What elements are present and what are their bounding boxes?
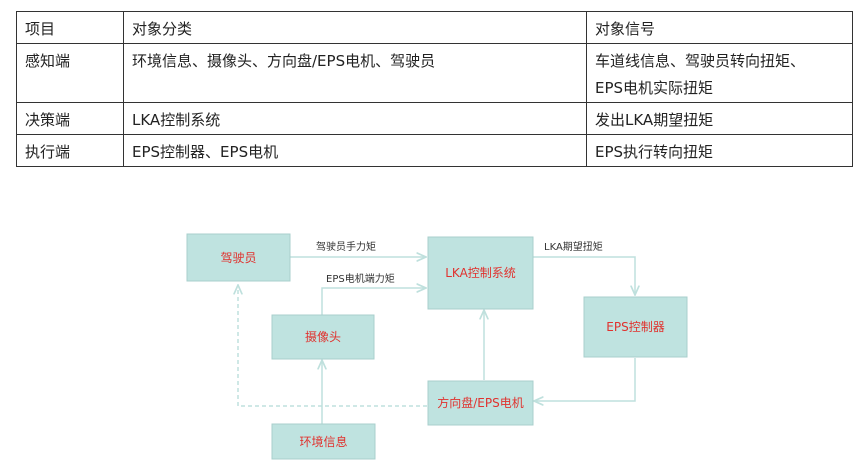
info-table: 项目 对象分类 对象信号 感知端 环境信息、摄像头、方向盘/EPS电机、驾驶员 …: [16, 11, 853, 167]
node-steering-label: 方向盘/EPS电机: [437, 395, 523, 410]
node-eps-controller: EPS控制器: [583, 296, 688, 358]
node-environment: 环境信息: [271, 423, 376, 460]
table-header-row: 项目 对象分类 对象信号: [16, 11, 853, 44]
node-lka-label: LKA控制系统: [445, 266, 516, 280]
cell-objects: EPS控制器、EPS电机: [123, 134, 587, 167]
signal-line: 发出LKA期望扭矩: [595, 111, 714, 129]
node-lka: LKA控制系统: [427, 236, 534, 310]
cell-item: 执行端: [16, 134, 124, 167]
edge-feedback-dashed: [238, 285, 427, 407]
header-objects: 对象分类: [123, 11, 587, 44]
table-row: 感知端 环境信息、摄像头、方向盘/EPS电机、驾驶员 车道线信息、驾驶员转向扭矩…: [16, 43, 853, 103]
edge-label-lka-torque: LKA期望扭矩: [544, 240, 603, 253]
table-row: 执行端 EPS控制器、EPS电机 EPS执行转向扭矩: [16, 134, 853, 167]
edge-eps-to-steering: [534, 358, 636, 401]
node-eps-controller-label: EPS控制器: [606, 320, 664, 334]
cell-signals: EPS执行转向扭矩: [586, 134, 853, 167]
header-item: 项目: [16, 11, 124, 44]
signal-line: 车道线信息、驾驶员转向扭矩、: [595, 52, 806, 70]
node-camera: 摄像头: [271, 314, 375, 360]
node-environment-label: 环境信息: [299, 434, 347, 449]
edge-label-driver-torque: 驾驶员手力矩: [316, 240, 376, 253]
cell-item: 决策端: [16, 102, 124, 135]
signal-line: EPS电机实际扭矩: [595, 79, 714, 97]
node-driver: 驾驶员: [186, 233, 291, 282]
cell-signals: 车道线信息、驾驶员转向扭矩、 EPS电机实际扭矩: [586, 43, 853, 103]
edge-camera-to-lka: [321, 288, 426, 315]
edge-label-motor-torque: EPS电机端力矩: [326, 272, 395, 285]
node-steering: 方向盘/EPS电机: [427, 380, 534, 426]
cell-objects: 环境信息、摄像头、方向盘/EPS电机、驾驶员: [123, 43, 587, 103]
edge-lka-to-eps: [533, 256, 635, 295]
cell-objects: LKA控制系统: [123, 102, 587, 135]
cell-item: 感知端: [16, 43, 124, 103]
signal-line: EPS执行转向扭矩: [595, 143, 714, 161]
node-camera-label: 摄像头: [305, 329, 341, 344]
node-driver-label: 驾驶员: [220, 250, 256, 265]
